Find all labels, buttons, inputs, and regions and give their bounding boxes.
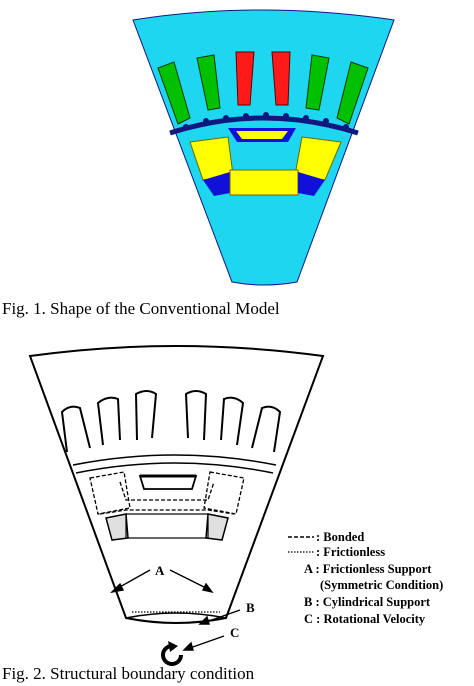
figure-1-motor-cross-section bbox=[132, 9, 395, 286]
legend-b: B : Cylindrical Support bbox=[304, 595, 431, 609]
left-bottom-magnet bbox=[105, 513, 129, 541]
label-b: B bbox=[246, 600, 255, 615]
shaft-arc bbox=[125, 612, 227, 619]
legend: : Bonded : Frictionless A : Frictionless… bbox=[288, 530, 443, 626]
bottom-left-magnet-blue bbox=[203, 172, 230, 196]
slot-3-red bbox=[235, 51, 255, 106]
figure-2-caption: Fig. 2. Structural boundary condition bbox=[2, 664, 255, 683]
legend-a: A : Frictionless Support bbox=[304, 562, 432, 576]
figure-1-caption: Fig. 1. Shape of the Conventional Model bbox=[2, 299, 280, 318]
slot-5-green bbox=[305, 54, 330, 111]
center-bottom-magnet bbox=[125, 513, 209, 539]
stator-sector-background bbox=[132, 9, 395, 286]
stator-slots bbox=[60, 390, 282, 453]
label-a: A bbox=[155, 563, 165, 578]
stator-inner-arc bbox=[72, 454, 277, 466]
air-gap-notches bbox=[183, 112, 349, 130]
slot-1-green bbox=[157, 61, 191, 125]
label-c: C bbox=[230, 625, 239, 640]
legend-a-note: (Symmetric Condition) bbox=[320, 578, 443, 592]
legend-bonded: : Bonded bbox=[316, 530, 364, 544]
label-c-arrow bbox=[182, 635, 225, 651]
air-gap-arc bbox=[169, 115, 359, 136]
bonded-contours bbox=[89, 471, 245, 515]
rotation-velocity-icon bbox=[161, 641, 183, 666]
legend-c: C : Rotational Velocity bbox=[304, 612, 426, 626]
bottom-right-magnet-blue bbox=[298, 172, 325, 196]
label-b-arrow bbox=[198, 609, 241, 625]
rotor-outer-arc bbox=[75, 462, 274, 474]
slot-2-green bbox=[196, 54, 221, 111]
right-bottom-magnet bbox=[205, 513, 229, 541]
rotor-magnets bbox=[105, 474, 229, 541]
slot-6-green bbox=[336, 61, 369, 125]
legend-frictionless: : Frictionless bbox=[316, 545, 385, 559]
top-magnet-yellow bbox=[236, 131, 288, 139]
stator-outline bbox=[28, 345, 325, 624]
top-magnet bbox=[138, 475, 198, 490]
label-a-arrows bbox=[109, 569, 214, 594]
slot-4-red bbox=[271, 51, 291, 106]
bottom-magnet-yellow bbox=[229, 169, 299, 196]
